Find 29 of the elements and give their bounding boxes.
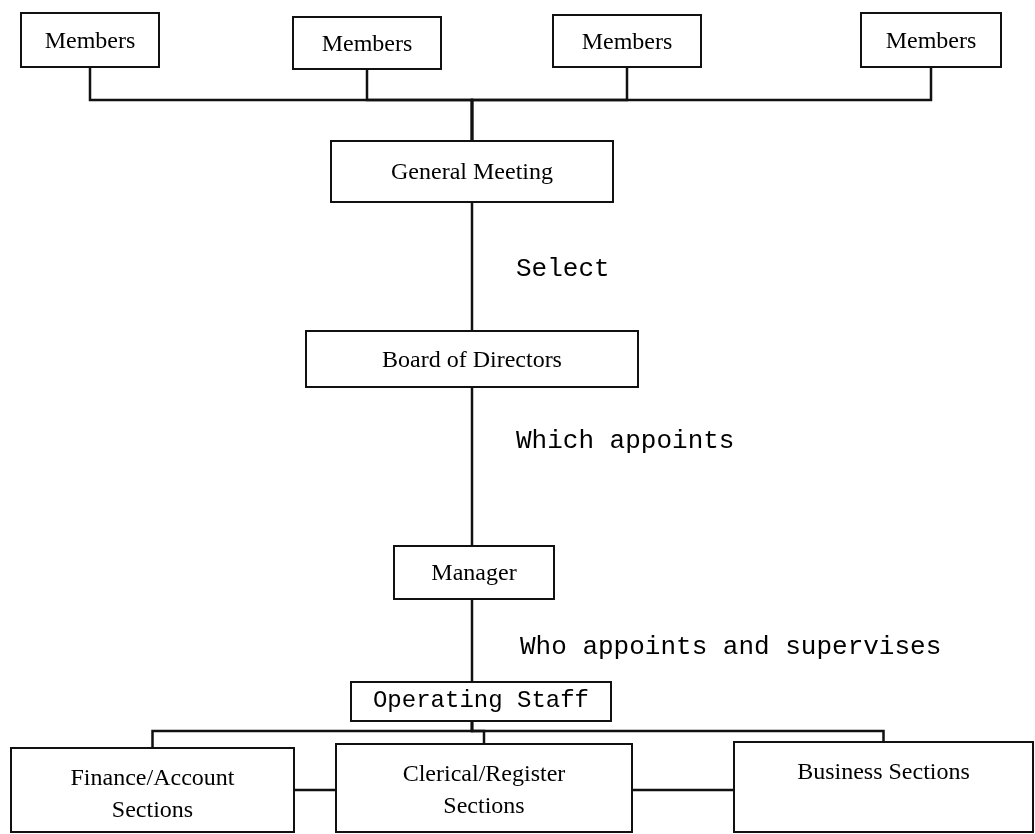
org-box xyxy=(733,741,1034,833)
org-box xyxy=(350,681,612,722)
box-label: Members xyxy=(581,26,673,56)
box-label: Operating Staff xyxy=(372,686,589,717)
box-label: Finance/Account Sections xyxy=(69,763,236,825)
connector-line xyxy=(470,68,933,140)
org-box xyxy=(335,743,633,833)
connector-line xyxy=(295,788,335,792)
org-box xyxy=(10,747,295,833)
box-label: Board of Directors xyxy=(382,344,562,374)
org-box xyxy=(305,330,639,388)
connector-line xyxy=(470,203,474,330)
connector-line xyxy=(470,600,474,681)
org-box xyxy=(330,140,614,203)
org-box xyxy=(20,12,160,68)
box-label: General Meeting xyxy=(391,157,553,187)
box-label: Members xyxy=(885,25,977,55)
connector-line xyxy=(470,388,474,545)
box-label: Clerical/Register Sections xyxy=(401,759,567,821)
org-box xyxy=(292,16,442,70)
box-label: Members xyxy=(321,28,413,58)
box-label: Manager xyxy=(431,558,517,588)
org-box xyxy=(552,14,702,68)
connector-line xyxy=(633,788,733,792)
box-label: Members xyxy=(44,25,136,55)
box-label: Business Sections xyxy=(797,757,970,786)
org-box xyxy=(860,12,1002,68)
connector-line xyxy=(470,722,885,741)
org-box xyxy=(393,545,555,600)
